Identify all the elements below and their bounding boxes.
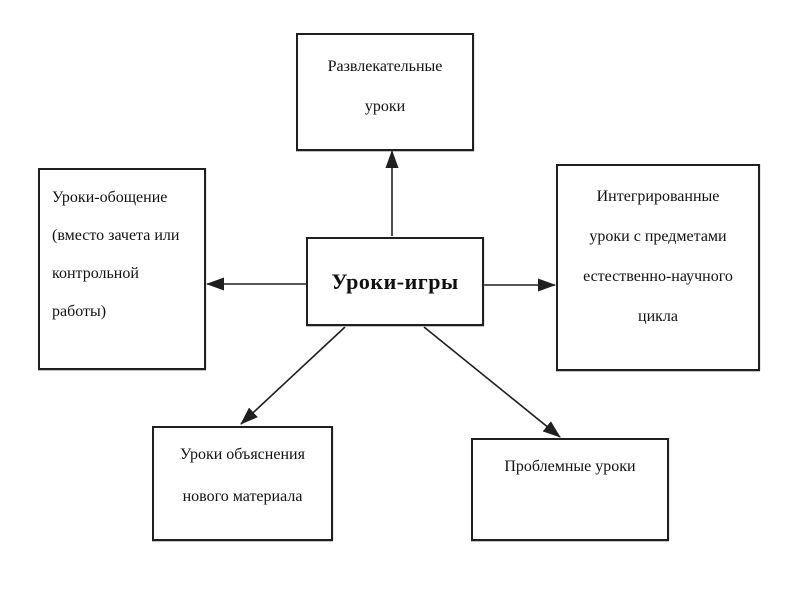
node-integrated-lessons: Интегрированные уроки с предметами естес… [556,164,760,371]
node-generalization-lessons: Уроки-обощение (вместо зачета или контро… [38,168,206,370]
arrow-center-to-bottom-right [423,326,561,438]
arrow-center-to-bottom-left [240,326,346,425]
node-label-line: (вместо зачета или [52,227,180,244]
node-label-line: цикла [638,308,678,325]
node-label-line: работы) [52,303,107,320]
node-label-line: нового материала [182,488,303,505]
node-label-line: Развлекательные [327,58,443,75]
node-label-line: контрольной [52,265,139,282]
node-label-line: уроки [364,98,406,115]
node-label-line: естественно-научного [583,268,733,285]
node-label-line: уроки с предметами [589,228,727,245]
node-label-line: Уроки-обощение [52,189,168,206]
node-entertainment-lessons: Развлекательные уроки [296,33,474,151]
node-label-line: Уроки объяснения [180,446,305,463]
node-lesson-games-center: Уроки-игры [306,237,484,326]
node-label-line: Проблемные уроки [504,458,636,475]
node-label-line: Интегрированные [596,188,720,205]
center-node-label: Уроки-игры [331,268,459,294]
node-new-material-lessons: Уроки объяснения нового материала [152,426,333,541]
node-problem-lessons: Проблемные уроки [471,438,669,541]
